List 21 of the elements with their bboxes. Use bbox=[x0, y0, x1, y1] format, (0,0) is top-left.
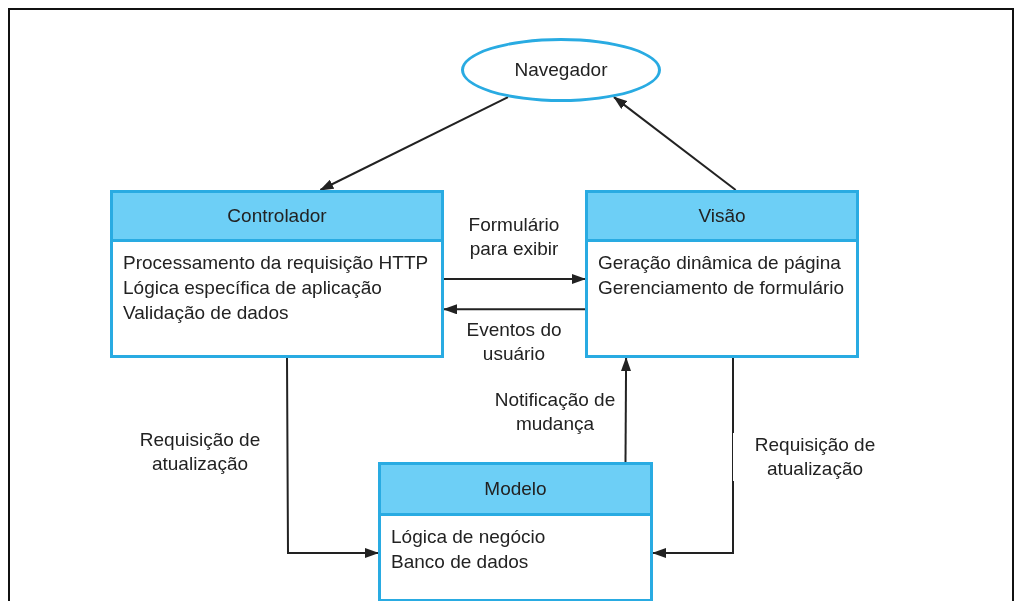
responsibility-text: Banco de dados bbox=[391, 550, 530, 574]
box-header: Controlador bbox=[113, 193, 441, 242]
class-box bbox=[378, 462, 653, 601]
responsibility-text: Processamento da requisição HTTP bbox=[123, 251, 430, 275]
responsibility-text: Lógica de negócio bbox=[391, 525, 547, 549]
class-box bbox=[110, 190, 444, 358]
arrow bbox=[319, 96, 509, 191]
responsibility-text: Geração dinâmica de página bbox=[598, 251, 842, 275]
arrow bbox=[652, 357, 734, 558]
responsibility-text: Validação de dados bbox=[123, 301, 290, 325]
arrow bbox=[621, 357, 631, 463]
box-header: Modelo bbox=[381, 465, 650, 516]
arrow bbox=[443, 304, 586, 315]
class-box bbox=[585, 190, 859, 358]
responsibility-text: Gerenciamento de formulário bbox=[598, 276, 846, 300]
arrow bbox=[443, 274, 586, 284]
arrow bbox=[613, 96, 737, 191]
box-header: Visão bbox=[588, 193, 856, 242]
responsibility-text: Lógica específica de aplicação bbox=[123, 276, 383, 300]
arrow bbox=[286, 357, 379, 558]
node-title: Navegador bbox=[514, 59, 608, 81]
